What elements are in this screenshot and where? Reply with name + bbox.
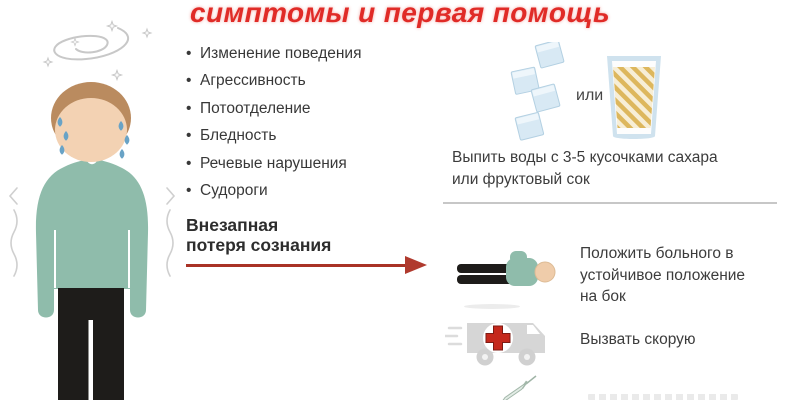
step-position-text: Положить больного в устойчивое положение…: [580, 245, 746, 305]
sudden-loss-line1: Внезапная: [186, 215, 279, 235]
symptom-item: Изменение поведения: [186, 40, 436, 68]
sudden-loss-label: Внезапная потеря сознания: [186, 215, 331, 255]
symptom-item: Потоотделение: [186, 95, 436, 123]
ambulance-icon: [445, 323, 545, 366]
symptom-item: Речевые нарушения: [186, 150, 436, 178]
lying-person-icon: [457, 251, 556, 309]
red-arrow-line: [186, 264, 407, 267]
cutoff-text-fragment: [588, 394, 738, 400]
face: [55, 98, 127, 162]
sugar-cubes-icon: [510, 42, 565, 141]
section-divider: [443, 202, 777, 204]
sweating-person-illustration: [8, 20, 176, 400]
symptom-item: Судороги: [186, 177, 436, 205]
motion-dashes: [445, 326, 463, 346]
symptom-item: Агрессивность: [186, 67, 436, 95]
red-cross-icon: [485, 325, 511, 351]
juice-glass-icon: [607, 56, 661, 139]
sleeve-gaps: [54, 230, 130, 288]
sweater: [35, 159, 149, 318]
sudden-loss-line2: потеря сознания: [186, 235, 332, 255]
step-call-text: Вызвать скорую: [580, 331, 696, 348]
red-arrow-head-icon: [405, 256, 427, 274]
syringe-icon: [502, 375, 537, 400]
step-drink-text: Выпить воды с 3-5 кусочками сахара или ф…: [452, 149, 718, 188]
or-label: или: [576, 87, 604, 104]
pants-leg-gap: [88, 320, 93, 400]
tremor-marks-icon: [8, 187, 176, 277]
symptom-item: Бледность: [186, 122, 436, 150]
page-title: симптомы и первая помощь: [189, 0, 610, 28]
symptom-list: Изменение поведения Агрессивность Потоот…: [186, 40, 436, 205]
dizziness-spiral-icon: [53, 27, 130, 61]
